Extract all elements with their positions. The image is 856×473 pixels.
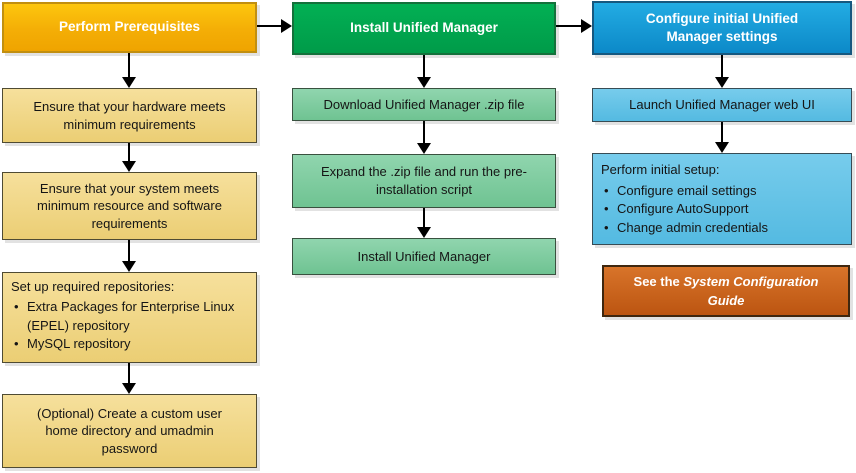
- bullet-icon: •: [604, 201, 609, 217]
- step-hardware-requirements: Ensure that your hardware meets minimum …: [2, 88, 257, 143]
- step-initial-setup: Perform initial setup: • Configure email…: [592, 153, 852, 245]
- header-perform-prerequisites: Perform Prerequisites: [2, 2, 257, 53]
- list-item-label: Extra Packages for Enterprise Linux (EPE…: [27, 299, 235, 333]
- list-item: • Configure email settings: [601, 182, 768, 200]
- step-custom-user-home: (Optional) Create a custom user home dir…: [2, 394, 257, 468]
- step-launch-web-ui: Launch Unified Manager web UI: [592, 88, 852, 122]
- arrow-down: [122, 53, 136, 88]
- arrow-down: [715, 55, 729, 88]
- arrow-down: [122, 363, 136, 394]
- list-item-label: Configure AutoSupport: [617, 201, 749, 217]
- arrow-down: [122, 240, 136, 272]
- list-item: • Extra Packages for Enterprise Linux (E…: [11, 298, 250, 335]
- list-item: • MySQL repository: [11, 335, 250, 353]
- initial-setup-list: • Configure email settings • Configure A…: [601, 182, 768, 237]
- list-item-label: Change admin credentials: [617, 219, 769, 235]
- note-prefix: See the: [633, 273, 684, 289]
- arrow-down: [715, 122, 729, 153]
- bullet-icon: •: [14, 336, 19, 352]
- step-install-unified-manager: Install Unified Manager: [292, 238, 556, 275]
- note-guide-title: System Configuration Guide: [683, 273, 819, 309]
- step-expand-zip: Expand the .zip file and run the pre-ins…: [292, 154, 556, 208]
- arrow-down: [122, 143, 136, 172]
- note-system-configuration-guide: See the System Configuration Guide: [602, 265, 850, 317]
- bullet-icon: •: [14, 299, 19, 315]
- header-configure-initial-settings: Configure initial Unified Manager settin…: [592, 1, 852, 55]
- list-item: • Change admin credentials: [601, 219, 768, 237]
- repository-list: • Extra Packages for Enterprise Linux (E…: [11, 298, 250, 353]
- step-intro: Set up required repositories:: [11, 279, 175, 294]
- note-text: See the System Configuration Guide: [626, 272, 826, 311]
- list-item-label: Configure email settings: [617, 182, 757, 198]
- arrow-right: [257, 19, 292, 33]
- step-intro: Perform initial setup:: [601, 162, 720, 177]
- arrow-down: [417, 208, 431, 238]
- step-system-requirements: Ensure that your system meets minimum re…: [2, 172, 257, 240]
- list-item-label: MySQL repository: [27, 336, 131, 352]
- bullet-icon: •: [604, 219, 609, 235]
- bullet-icon: •: [604, 182, 609, 198]
- arrow-down: [417, 121, 431, 154]
- arrow-down: [417, 55, 431, 88]
- list-item: • Configure AutoSupport: [601, 200, 768, 218]
- header-install-unified-manager: Install Unified Manager: [292, 2, 556, 55]
- step-setup-repositories: Set up required repositories: • Extra Pa…: [2, 272, 257, 363]
- step-download-zip: Download Unified Manager .zip file: [292, 88, 556, 121]
- arrow-right: [556, 19, 592, 33]
